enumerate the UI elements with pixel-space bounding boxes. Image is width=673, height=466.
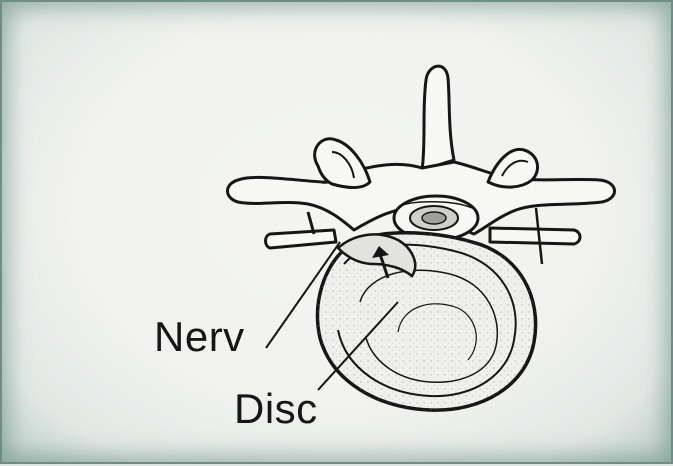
nerv-label: Nerv [154, 316, 245, 358]
facet-right [488, 149, 538, 187]
spinous-process [422, 66, 454, 170]
disc-label: Disc [234, 388, 318, 430]
facet-left [315, 139, 370, 188]
disc [318, 233, 536, 410]
